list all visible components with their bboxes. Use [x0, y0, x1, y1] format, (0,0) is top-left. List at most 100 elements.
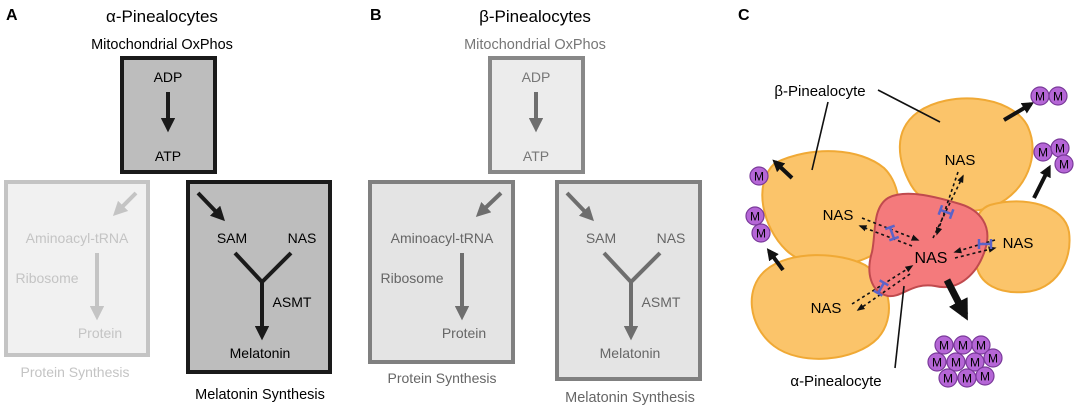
melatonin-symbol: M	[756, 227, 766, 241]
nas-label-center: NAS	[915, 250, 948, 267]
panel-b-title: β-Pinealocytes	[479, 7, 591, 26]
melatonin-symbol: M	[943, 372, 953, 386]
asmt-label-a: ASMT	[273, 294, 312, 310]
beta-pinealocyte-label: β-Pinealocyte	[774, 83, 865, 100]
melatonin-molecule: M	[1054, 154, 1074, 174]
melatonin-symbol: M	[980, 370, 990, 384]
protein-synthesis-label-b: Protein Synthesis	[388, 370, 497, 386]
alpha-cell	[868, 192, 989, 298]
melatonin-synthesis-label-b: Melatonin Synthesis	[565, 390, 695, 406]
gap-junction-bottom	[873, 279, 889, 297]
secretion-arrow-left-top	[772, 159, 794, 180]
melatonin-symbol: M	[1053, 90, 1063, 104]
protein-label-a: Protein	[78, 325, 122, 341]
secretion-arrow-top	[1002, 102, 1035, 122]
sam-label-b: SAM	[586, 230, 616, 246]
protein-label-b: Protein	[442, 325, 486, 341]
melatonin-molecule: M	[1048, 86, 1068, 106]
adp-label-b: ADP	[522, 69, 551, 85]
adp-label-a: ADP	[154, 69, 183, 85]
melatonin-symbol: M	[988, 352, 998, 366]
nas-label-right: NAS	[1003, 235, 1034, 252]
nas-label-bottom: NAS	[811, 300, 842, 317]
melatonin-symbol: M	[970, 356, 980, 370]
melatonin-molecule: M	[975, 366, 995, 386]
melatonin-symbol: M	[939, 339, 949, 353]
melatonin-label-b: Melatonin	[600, 345, 661, 361]
melatonin-molecule: M	[1030, 86, 1050, 106]
protein-input-arrow-a	[112, 191, 138, 217]
atp-label-a: ATP	[155, 148, 181, 164]
aminoacyl-trna-label-a: Aminoacyl-tRNA	[26, 230, 129, 246]
nas-diffusion-right-out	[954, 246, 997, 259]
melatonin-molecule: M	[965, 352, 985, 372]
melatonin-symbol: M	[1059, 158, 1069, 172]
panel-c: C NAS NAS NAS NAS NAS	[738, 7, 1074, 390]
aminoacyl-trna-label-b: Aminoacyl-tRNA	[391, 230, 494, 246]
melatonin-molecule: M	[946, 352, 966, 372]
melatonin-molecule: M	[749, 166, 769, 186]
melatonin-molecule: M	[1033, 142, 1053, 162]
gap-junction-top	[937, 204, 955, 220]
melatonin-molecule: M	[971, 335, 991, 355]
nas-label-b: NAS	[657, 230, 686, 246]
nas-label-left: NAS	[823, 207, 854, 224]
beta-leader-line-2	[877, 89, 941, 123]
panel-a-title: α-Pinealocytes	[106, 7, 218, 26]
panel-a-oxphos-label: Mitochondrial OxPhos	[91, 37, 233, 53]
melatonin-input-arrow-b	[565, 191, 594, 222]
alpha-pinealocyte-label: α-Pinealocyte	[790, 373, 881, 390]
melatonin-molecule: M	[953, 335, 973, 355]
panel-letter-b: B	[370, 7, 382, 24]
atp-label-b: ATP	[523, 148, 549, 164]
asmt-label-b: ASMT	[642, 294, 681, 310]
melatonin-symbol: M	[754, 170, 764, 184]
secretion-arrow-left-bottom	[766, 248, 785, 272]
melatonin-synthesis-label-a: Melatonin Synthesis	[195, 387, 325, 403]
melatonin-symbol: M	[958, 339, 968, 353]
melatonin-molecule: M	[983, 348, 1003, 368]
nas-diffusion-top-down	[936, 171, 959, 236]
nas-diffusion-right-in	[953, 239, 996, 254]
panel-b-oxphos-label: Mitochondrial OxPhos	[464, 37, 606, 53]
melatonin-molecule: M	[1050, 138, 1070, 158]
nas-diffusion-bottom-out	[856, 273, 911, 311]
nas-label-a: NAS	[288, 230, 317, 246]
melatonin-molecule: M	[938, 368, 958, 388]
melatonin-symbol: M	[951, 356, 961, 370]
nas-label-top: NAS	[945, 152, 976, 169]
ribosome-label-a: Ribosome	[15, 270, 78, 286]
melatonin-molecule: M	[927, 352, 947, 372]
protein-synthesis-label-a: Protein Synthesis	[21, 364, 130, 380]
gap-junction-left	[884, 224, 900, 242]
melatonin-symbol: M	[962, 372, 972, 386]
beta-cell-bottom	[750, 254, 890, 360]
protein-input-arrow-b	[475, 191, 503, 217]
melatonin-symbol: M	[1055, 142, 1065, 156]
melatonin-symbol: M	[1035, 90, 1045, 104]
melatonin-molecule: M	[934, 335, 954, 355]
melatonin-label-a: Melatonin	[230, 345, 291, 361]
oxphos-box-a	[120, 56, 217, 174]
ribosome-label-b: Ribosome	[380, 270, 443, 286]
panel-letter-a: A	[6, 7, 18, 24]
melatonin-symbol: M	[976, 339, 986, 353]
melatonin-molecule: M	[745, 206, 765, 226]
melatonin-input-arrow-a	[196, 191, 225, 222]
gap-junction-right	[977, 239, 993, 249]
panel-letter-c: C	[738, 7, 750, 24]
melatonin-symbol: M	[1038, 146, 1048, 160]
secretion-arrow-alpha	[943, 278, 969, 321]
sam-label-a: SAM	[217, 230, 247, 246]
beta-leader-line-1	[811, 101, 829, 171]
panel-a: A α-Pinealocytes Mitochondrial OxPhos AD…	[4, 7, 332, 403]
melatonin-molecule: M	[957, 368, 977, 388]
melatonin-molecule: M	[751, 223, 771, 243]
panel-b: B β-Pinealocytes Mitochondrial OxPhos AD…	[368, 7, 702, 406]
melatonin-symbol: M	[750, 210, 760, 224]
melatonin-symbol: M	[932, 356, 942, 370]
secretion-arrow-right	[1032, 164, 1051, 199]
alpha-leader-line	[894, 285, 905, 369]
